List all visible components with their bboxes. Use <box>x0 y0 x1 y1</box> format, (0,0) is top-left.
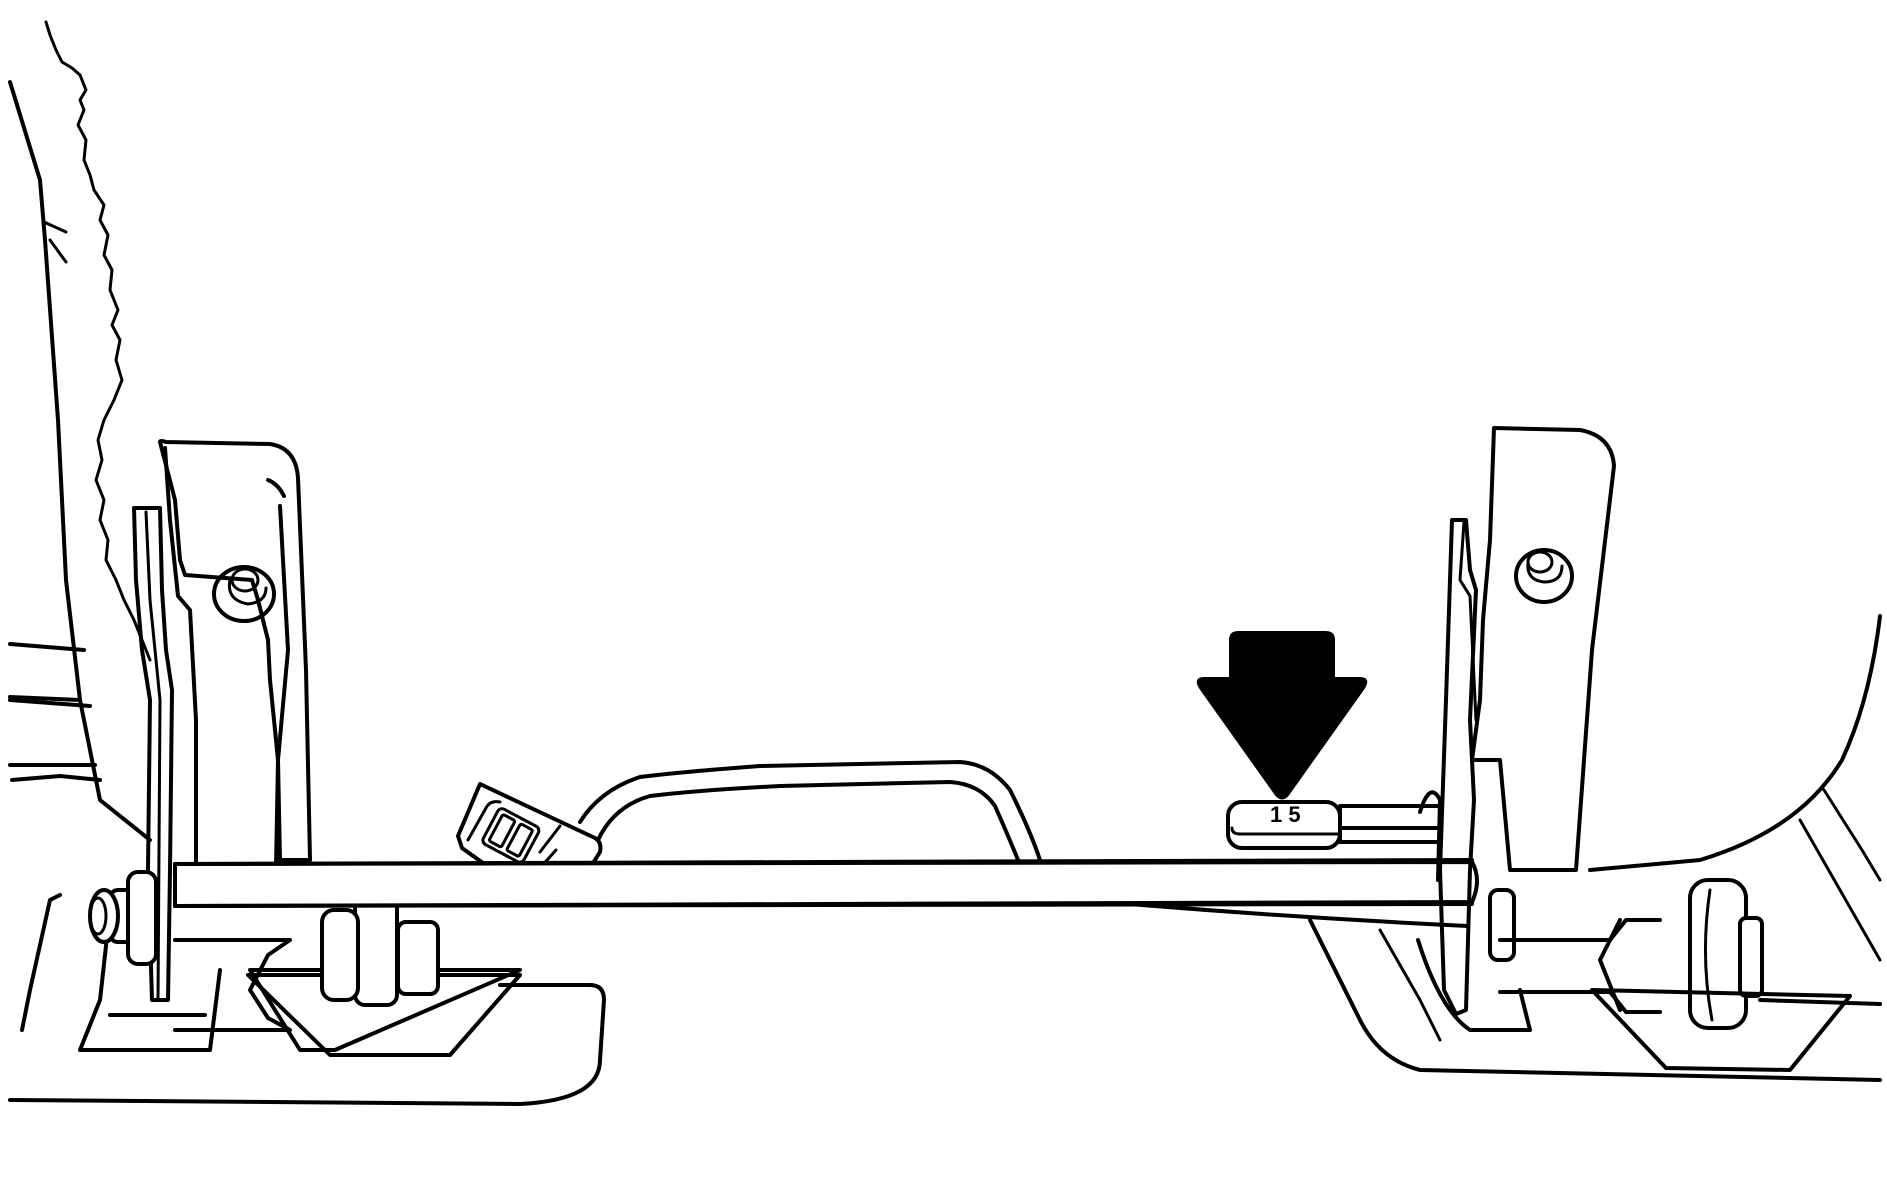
left-mount-pad <box>8 893 606 1106</box>
floor-panel-right <box>1308 918 1882 1082</box>
left-seat-bracket <box>132 439 312 1002</box>
right-mount-pad <box>1590 988 1882 1072</box>
tagged-part: 1 5 <box>1226 800 1442 850</box>
connector-plug <box>456 782 603 870</box>
seat-cushion-right <box>1588 614 1882 962</box>
right-pivot-bushing <box>1488 878 1764 1030</box>
floor-panel-left <box>1378 928 1442 1042</box>
right-seat-bracket <box>1416 426 1616 1032</box>
tag-label: 1 5 <box>1270 802 1301 827</box>
wire-harness-loop <box>578 760 1042 862</box>
down-arrow-icon <box>1196 631 1368 800</box>
left-rails <box>8 642 102 782</box>
seat-cushion-left <box>8 20 152 842</box>
